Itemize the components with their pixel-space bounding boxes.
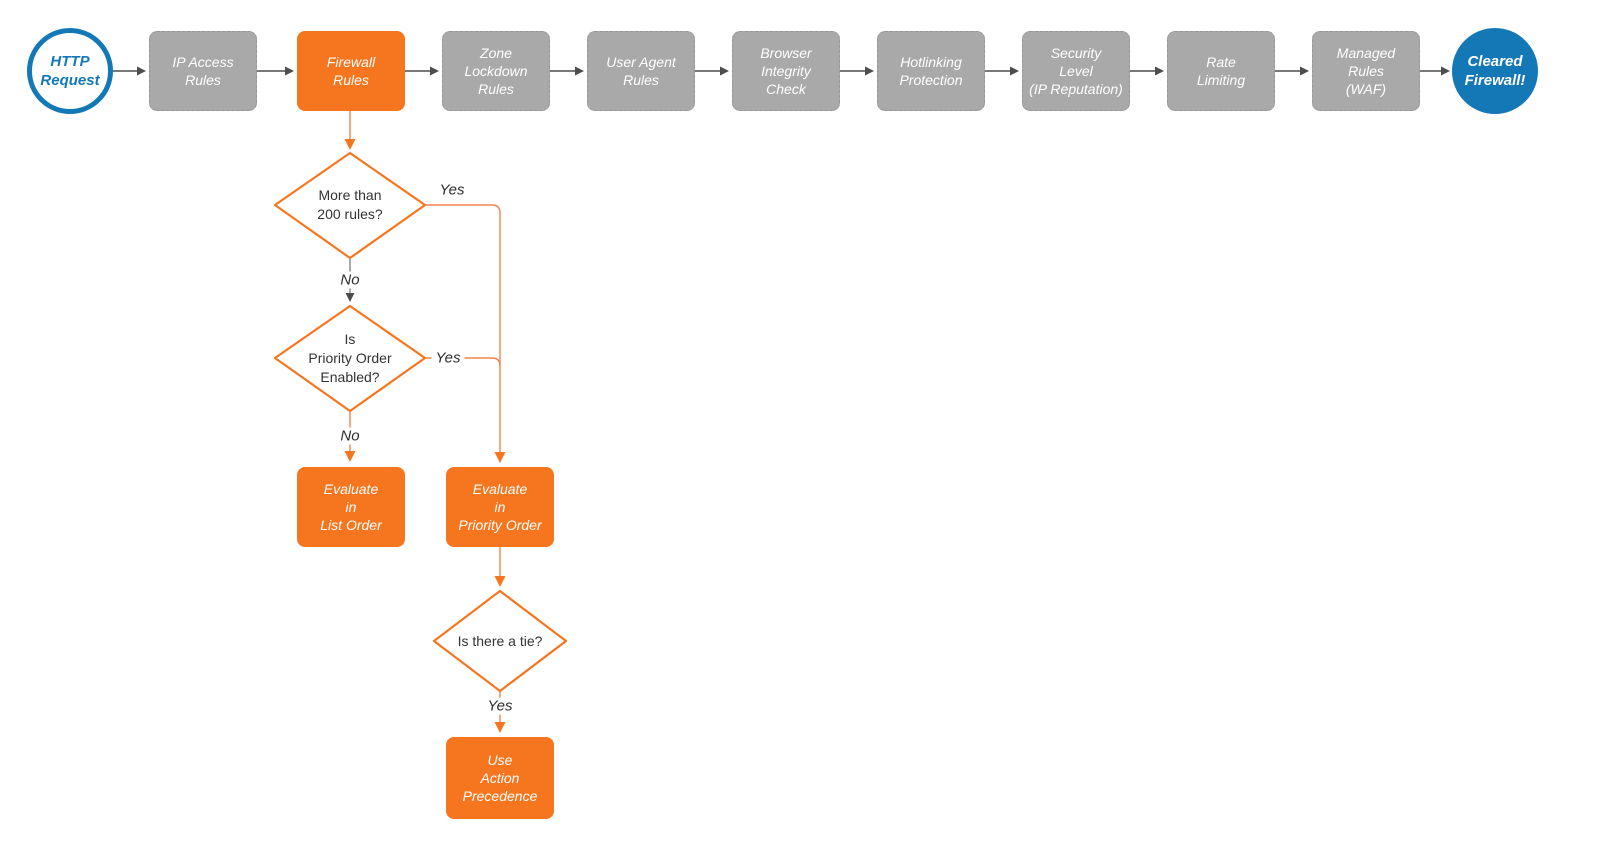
edge-label-d3-yes: Yes bbox=[483, 697, 517, 715]
node-http-request-label: HTTP Request bbox=[40, 53, 100, 89]
edge-label-d1-yes: Yes bbox=[435, 181, 469, 199]
node-evaluate-in-list-order: Evaluate in List Order bbox=[297, 467, 405, 547]
decision-is-there-a-tie-shape bbox=[432, 589, 568, 693]
node-managed-rules-waf: Managed Rules (WAF) bbox=[1312, 31, 1420, 111]
node-zone-lockdown-rules-label: Zone Lockdown Rules bbox=[464, 45, 528, 97]
edge-label-d2-no: No bbox=[336, 427, 364, 445]
node-zone-lockdown-rules: Zone Lockdown Rules bbox=[442, 31, 550, 111]
edge-d2-yes bbox=[425, 357, 501, 367]
node-browser-integrity-check: Browser Integrity Check bbox=[732, 31, 840, 111]
node-evaluate-in-priority-order-label: Evaluate in Priority Order bbox=[458, 481, 542, 533]
edge-label-d1-no: No bbox=[336, 271, 364, 289]
node-cleared-firewall: Cleared Firewall! bbox=[1452, 28, 1538, 114]
node-rate-limiting: Rate Limiting bbox=[1167, 31, 1275, 111]
node-managed-rules-waf-label: Managed Rules (WAF) bbox=[1336, 45, 1396, 97]
decision-priority-order-enabled-label: Is Priority Order Enabled? bbox=[308, 330, 392, 385]
edge-label-d2-yes: Yes bbox=[431, 349, 465, 367]
node-ip-access-rules-label: IP Access Rules bbox=[172, 54, 234, 88]
node-evaluate-in-priority-order: Evaluate in Priority Order bbox=[446, 467, 554, 547]
node-browser-integrity-check-label: Browser Integrity Check bbox=[760, 45, 812, 97]
node-ip-access-rules: IP Access Rules bbox=[149, 31, 257, 111]
node-user-agent-rules: User Agent Rules bbox=[587, 31, 695, 111]
decision-more-than-200-rules-label: More than 200 rules? bbox=[317, 187, 383, 222]
node-use-action-precedence: Use Action Precedence bbox=[446, 737, 554, 819]
node-hotlinking-protection-label: Hotlinking Protection bbox=[899, 54, 963, 88]
node-use-action-precedence-label: Use Action Precedence bbox=[462, 752, 538, 804]
decision-shapes bbox=[273, 151, 568, 693]
node-user-agent-rules-label: User Agent Rules bbox=[606, 54, 676, 88]
decision-priority-order-enabled-shape bbox=[273, 304, 427, 413]
node-firewall-rules: Firewall Rules bbox=[297, 31, 405, 111]
node-firewall-rules-label: Firewall Rules bbox=[326, 54, 376, 88]
decision-more-than-200-rules-shape bbox=[273, 151, 427, 260]
node-security-level: Security Level (IP Reputation) bbox=[1022, 31, 1130, 111]
node-rate-limiting-label: Rate Limiting bbox=[1196, 54, 1246, 88]
node-security-level-label: Security Level (IP Reputation) bbox=[1029, 45, 1123, 97]
node-cleared-firewall-label: Cleared Firewall! bbox=[1464, 53, 1526, 89]
node-evaluate-in-list-order-label: Evaluate in List Order bbox=[320, 481, 382, 533]
edge-d1-yes bbox=[425, 204, 506, 463]
decision-is-there-a-tie-label: Is there a tie? bbox=[457, 632, 543, 649]
node-hotlinking-protection: Hotlinking Protection bbox=[877, 31, 985, 111]
node-http-request: HTTP Request bbox=[27, 28, 113, 114]
